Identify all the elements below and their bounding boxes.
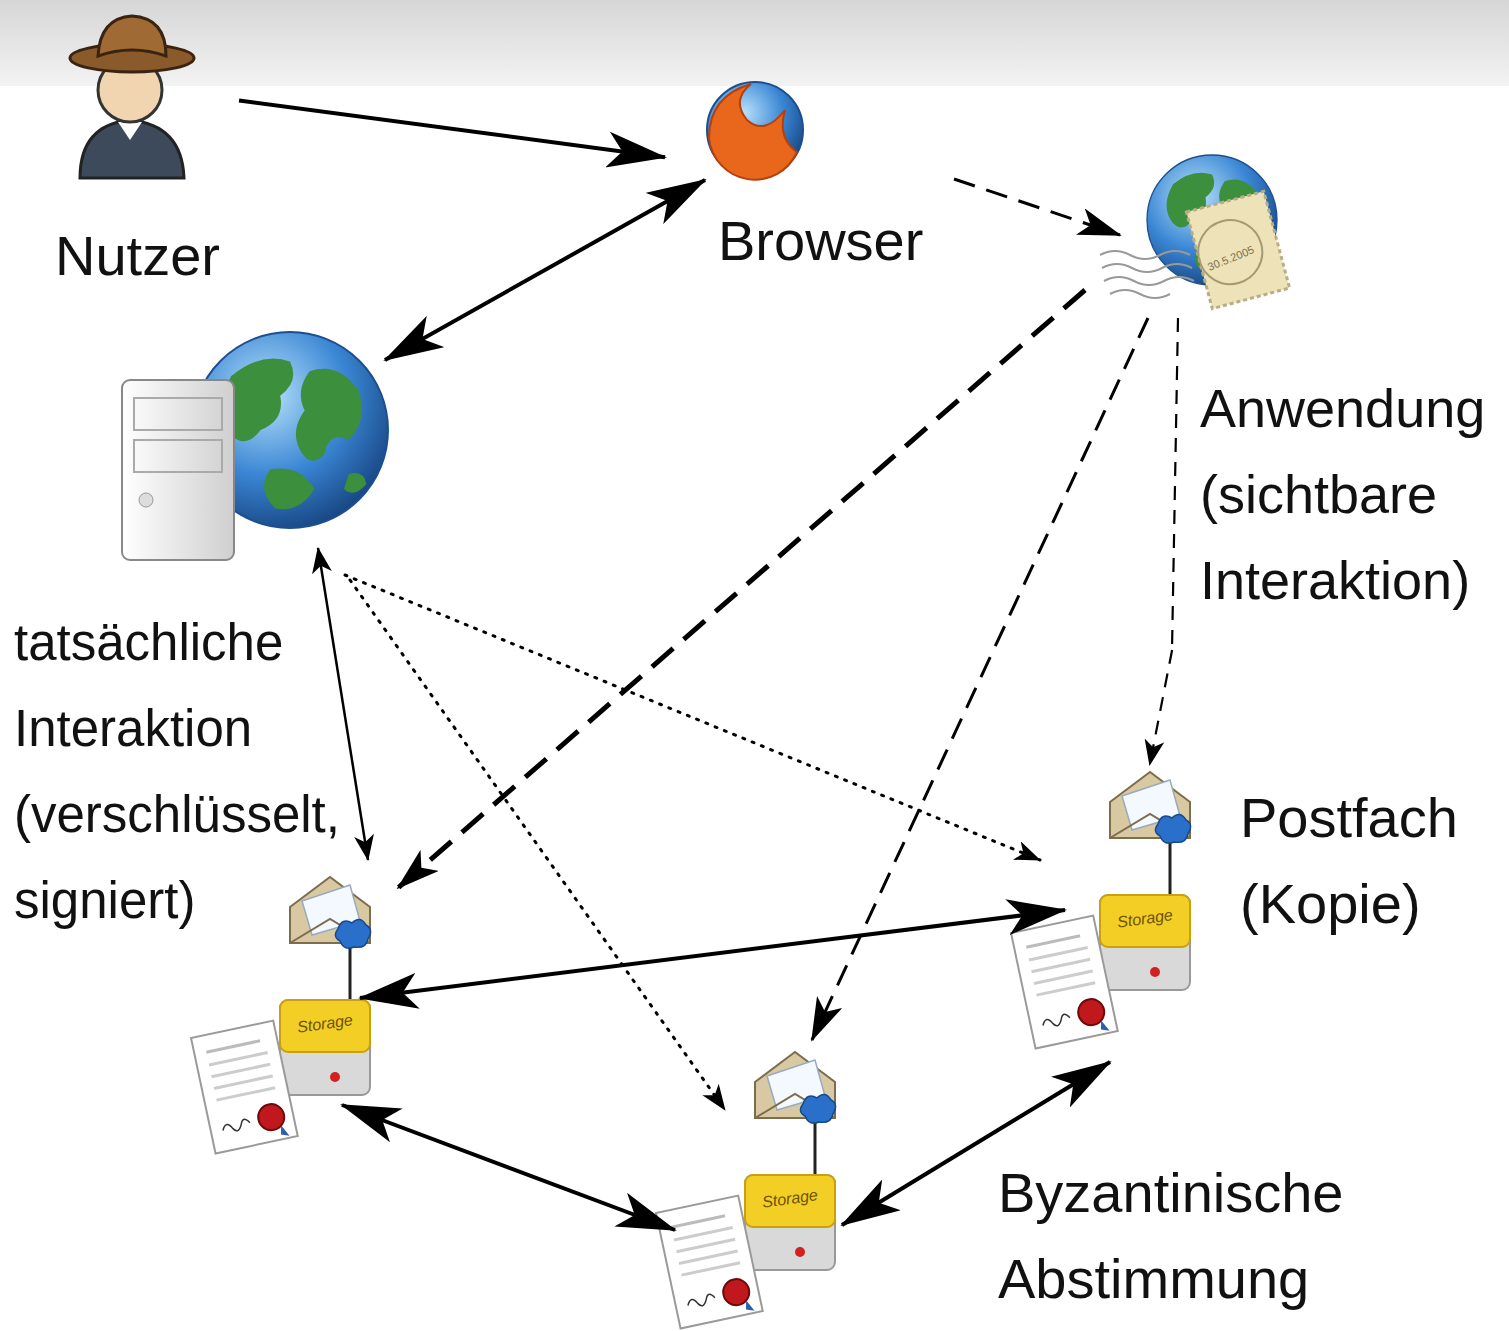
interaction-label: tatsächliche Interaktion (verschlüsselt,… bbox=[14, 600, 374, 944]
connector bbox=[239, 101, 665, 158]
dotted-arrow bbox=[350, 580, 725, 1110]
user-icon bbox=[118, 122, 142, 140]
storage-right bbox=[1011, 772, 1191, 1049]
node-label: Browser bbox=[718, 207, 954, 274]
storage-text: Storage bbox=[1104, 904, 1186, 935]
header-bar bbox=[0, 0, 1509, 86]
server-icon bbox=[134, 398, 222, 430]
application-icon bbox=[1186, 191, 1289, 308]
vote-arrow bbox=[360, 910, 1065, 998]
application-icon bbox=[1186, 191, 1289, 308]
dashed-line bbox=[1172, 318, 1178, 650]
connector bbox=[1150, 650, 1172, 765]
server-icon bbox=[139, 493, 153, 507]
browser-node: Browser bbox=[665, 80, 954, 278]
browser-icon bbox=[707, 82, 803, 180]
connector bbox=[954, 179, 1120, 235]
connectors bbox=[239, 101, 1172, 765]
node-label: Nutzer bbox=[55, 222, 239, 289]
server-icon bbox=[122, 332, 388, 560]
application-icon bbox=[1191, 213, 1269, 291]
server-icon bbox=[134, 440, 222, 472]
application-node: Anwendung (sichtbare Interaktion) bbox=[1120, 150, 1506, 650]
storage-text: Storage bbox=[284, 1009, 366, 1040]
vote-arrow bbox=[342, 1105, 675, 1230]
browser-icon bbox=[709, 84, 797, 180]
mailbox-node: Postfach (Kopie) bbox=[1095, 765, 1494, 1005]
node-label: Postfach (Kopie) bbox=[1240, 775, 1490, 947]
consensus-label: Byzantinische Abstimmung bbox=[998, 1150, 1398, 1322]
application-icon bbox=[1100, 251, 1194, 298]
user-icon bbox=[98, 16, 166, 56]
browser-server-arrow bbox=[385, 180, 705, 360]
user-icon bbox=[70, 16, 194, 178]
storage-text: Storage bbox=[749, 1184, 831, 1215]
dashed-arrow bbox=[812, 318, 1148, 1040]
server-icon bbox=[122, 380, 234, 560]
stamp-date: 30.5.2005 bbox=[1196, 239, 1266, 277]
user-node: Nutzer bbox=[40, 10, 239, 293]
application-icon bbox=[1100, 155, 1290, 309]
user-icon bbox=[80, 120, 184, 178]
dashed-arrow bbox=[398, 290, 1085, 888]
node-label: Anwendung (sichtbare Interaktion) bbox=[1200, 365, 1500, 623]
dotted-arrow bbox=[345, 575, 1040, 860]
storage-left bbox=[191, 877, 371, 1154]
arrow-lines bbox=[318, 180, 1148, 1230]
storage-middle bbox=[656, 1052, 836, 1329]
